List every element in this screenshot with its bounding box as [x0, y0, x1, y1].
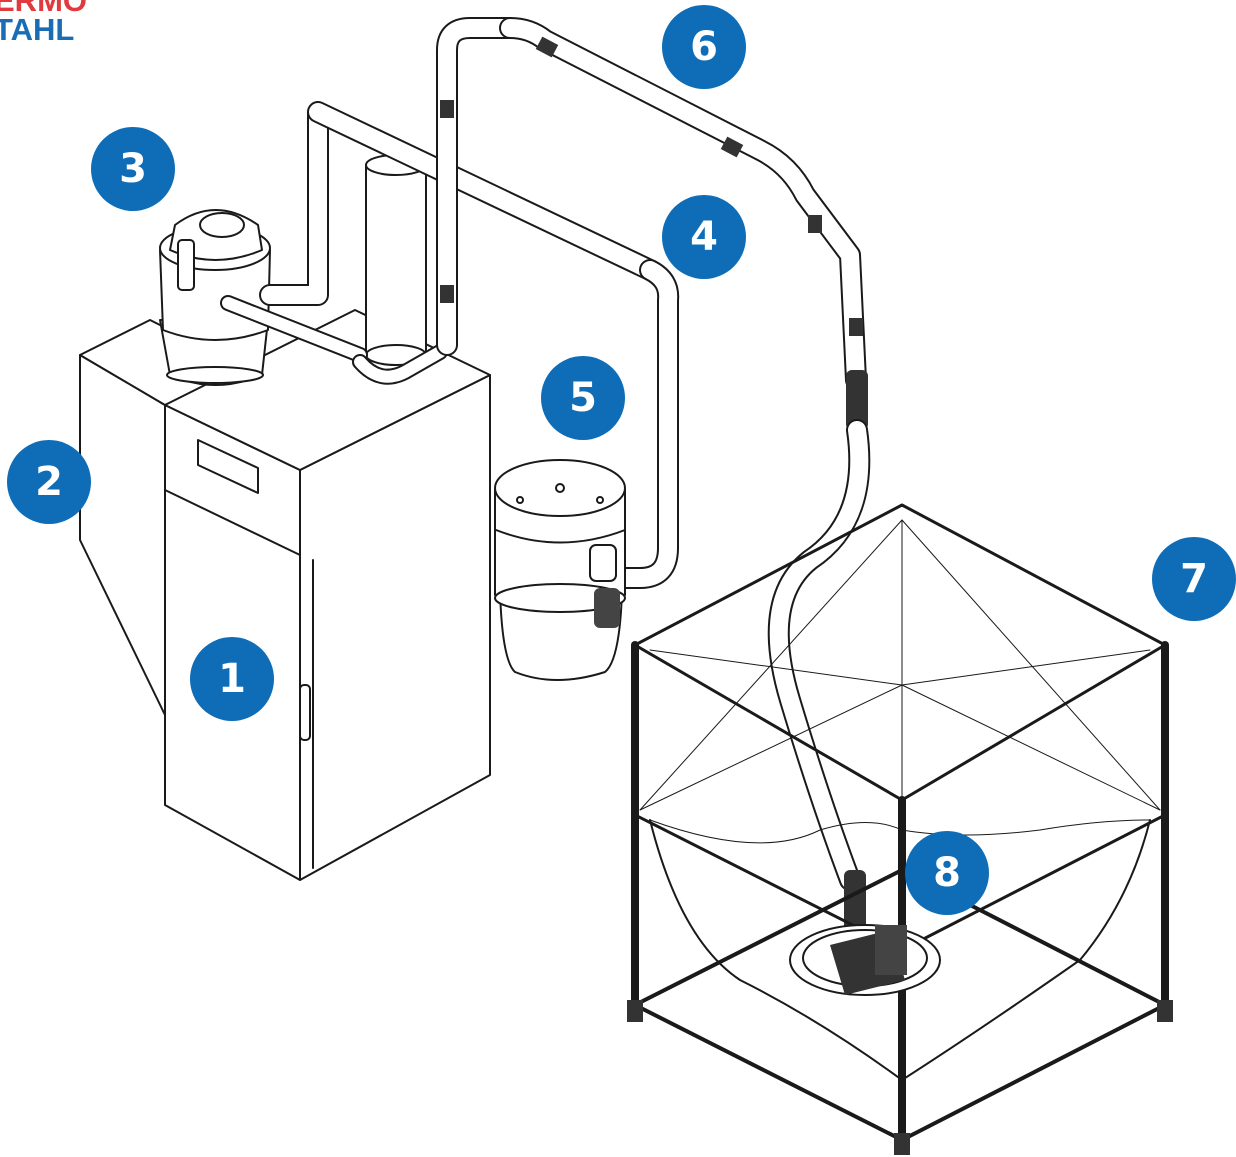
suction-probe [789, 924, 941, 996]
boiler-hopper [159, 209, 271, 386]
logo-line-1: ERMO [0, 0, 87, 18]
control-display [197, 439, 259, 494]
callout-3: 3 [91, 127, 175, 211]
callout-6: 6 [662, 5, 746, 89]
silo-top-frame [633, 503, 1167, 802]
callout-7: 7 [1152, 537, 1236, 621]
callout-4: 4 [662, 195, 746, 279]
callout-6-label: 6 [690, 24, 718, 70]
return-pipe [220, 101, 680, 589]
callout-3-label: 3 [119, 146, 147, 192]
callout-8: 8 [905, 831, 989, 915]
callout-2: 2 [7, 440, 91, 524]
callout-8-label: 8 [933, 850, 961, 896]
callout-7-label: 7 [1180, 556, 1208, 602]
brand-logo: ERMO TAHL [0, 0, 87, 48]
boiler-side-panel [79, 354, 166, 716]
door-handle [299, 684, 311, 741]
callout-1-label: 1 [218, 656, 246, 702]
boiler [79, 309, 491, 881]
bag-silo [627, 503, 1173, 1155]
vacuum-separator [494, 459, 626, 681]
chimney [365, 154, 427, 366]
logo-line-2: TAHL [0, 12, 75, 48]
callout-4-label: 4 [690, 214, 718, 260]
callout-5: 5 [541, 356, 625, 440]
callout-5-label: 5 [569, 375, 597, 421]
door-top-line [164, 489, 301, 556]
callout-2-label: 2 [35, 459, 63, 505]
suction-pipe [436, 17, 871, 940]
callout-1: 1 [190, 637, 274, 721]
